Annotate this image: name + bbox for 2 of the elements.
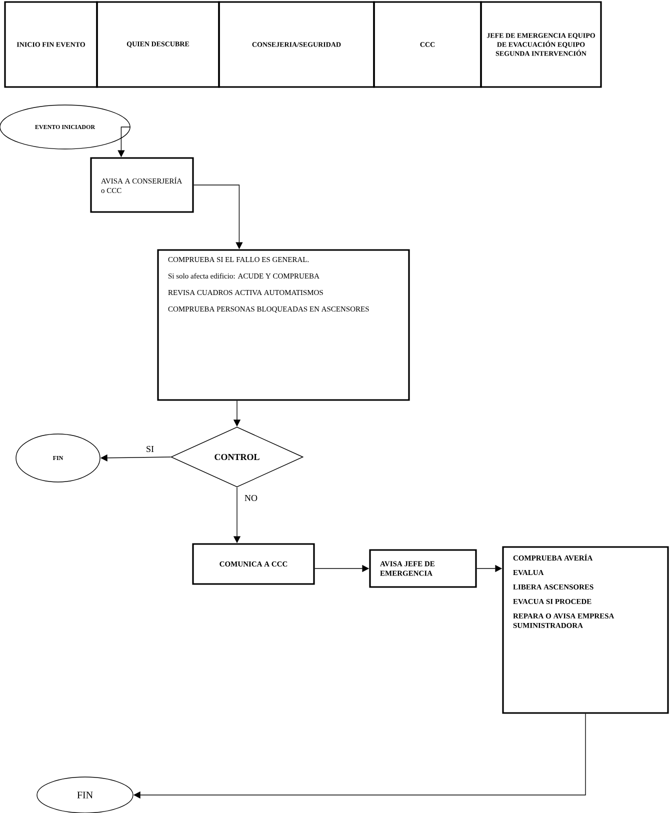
edge-label: NO: [244, 494, 258, 502]
edge-label: SI: [146, 446, 154, 452]
